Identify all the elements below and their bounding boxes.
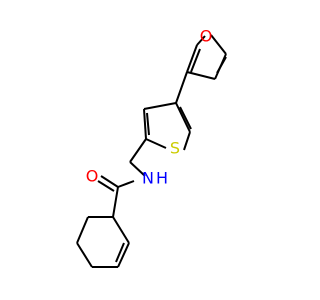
thiophene-bond-2	[175, 102, 191, 133]
thiophene-double-bond-b	[179, 106, 192, 130]
thiophene-bond-5	[183, 131, 191, 151]
carbonyl-ring-bond	[112, 186, 119, 218]
furan-double-bond-b	[216, 56, 227, 74]
molecule-diagram: O S N H O	[76, 26, 227, 268]
thiophene-bond-3	[143, 108, 147, 140]
amide-nitrogen-label: N	[142, 169, 154, 188]
cyclohexene-bond-5	[117, 242, 130, 268]
furan-bond-4	[210, 34, 227, 55]
atom-labels: O S N H O	[86, 27, 213, 188]
thiophene-double-bond-a	[146, 112, 150, 136]
thiophene-bond-1	[143, 102, 177, 110]
ch2-bond	[129, 138, 147, 163]
bond-lines	[76, 34, 227, 268]
n-carbonyl-bond	[117, 180, 135, 188]
ch2-n-bond	[129, 161, 146, 177]
thiophene-sulfur-label: S	[170, 139, 180, 158]
carbonyl-double-bond-b	[97, 180, 115, 192]
molecule-structure: O S N H O	[76, 27, 227, 268]
furan-oxygen-label: O	[200, 27, 213, 46]
furan-bond-1	[186, 44, 198, 73]
cyclohexene-bond-2	[76, 216, 89, 244]
furan-bond-2	[186, 71, 216, 80]
cyclohexene-bond-6	[112, 216, 130, 244]
biaryl-bond	[175, 71, 188, 104]
furan-bond-5	[196, 35, 206, 46]
thiophene-bond-4	[145, 138, 167, 149]
amide-hydrogen-label: H	[156, 169, 168, 188]
cyclohexene-bond-3	[76, 242, 93, 268]
carbonyl-double-bond-a	[100, 175, 119, 188]
cyclohexene-double-bond	[115, 242, 125, 263]
furan-double-bond-a	[190, 48, 201, 73]
carbonyl-oxygen-label: O	[86, 167, 99, 186]
